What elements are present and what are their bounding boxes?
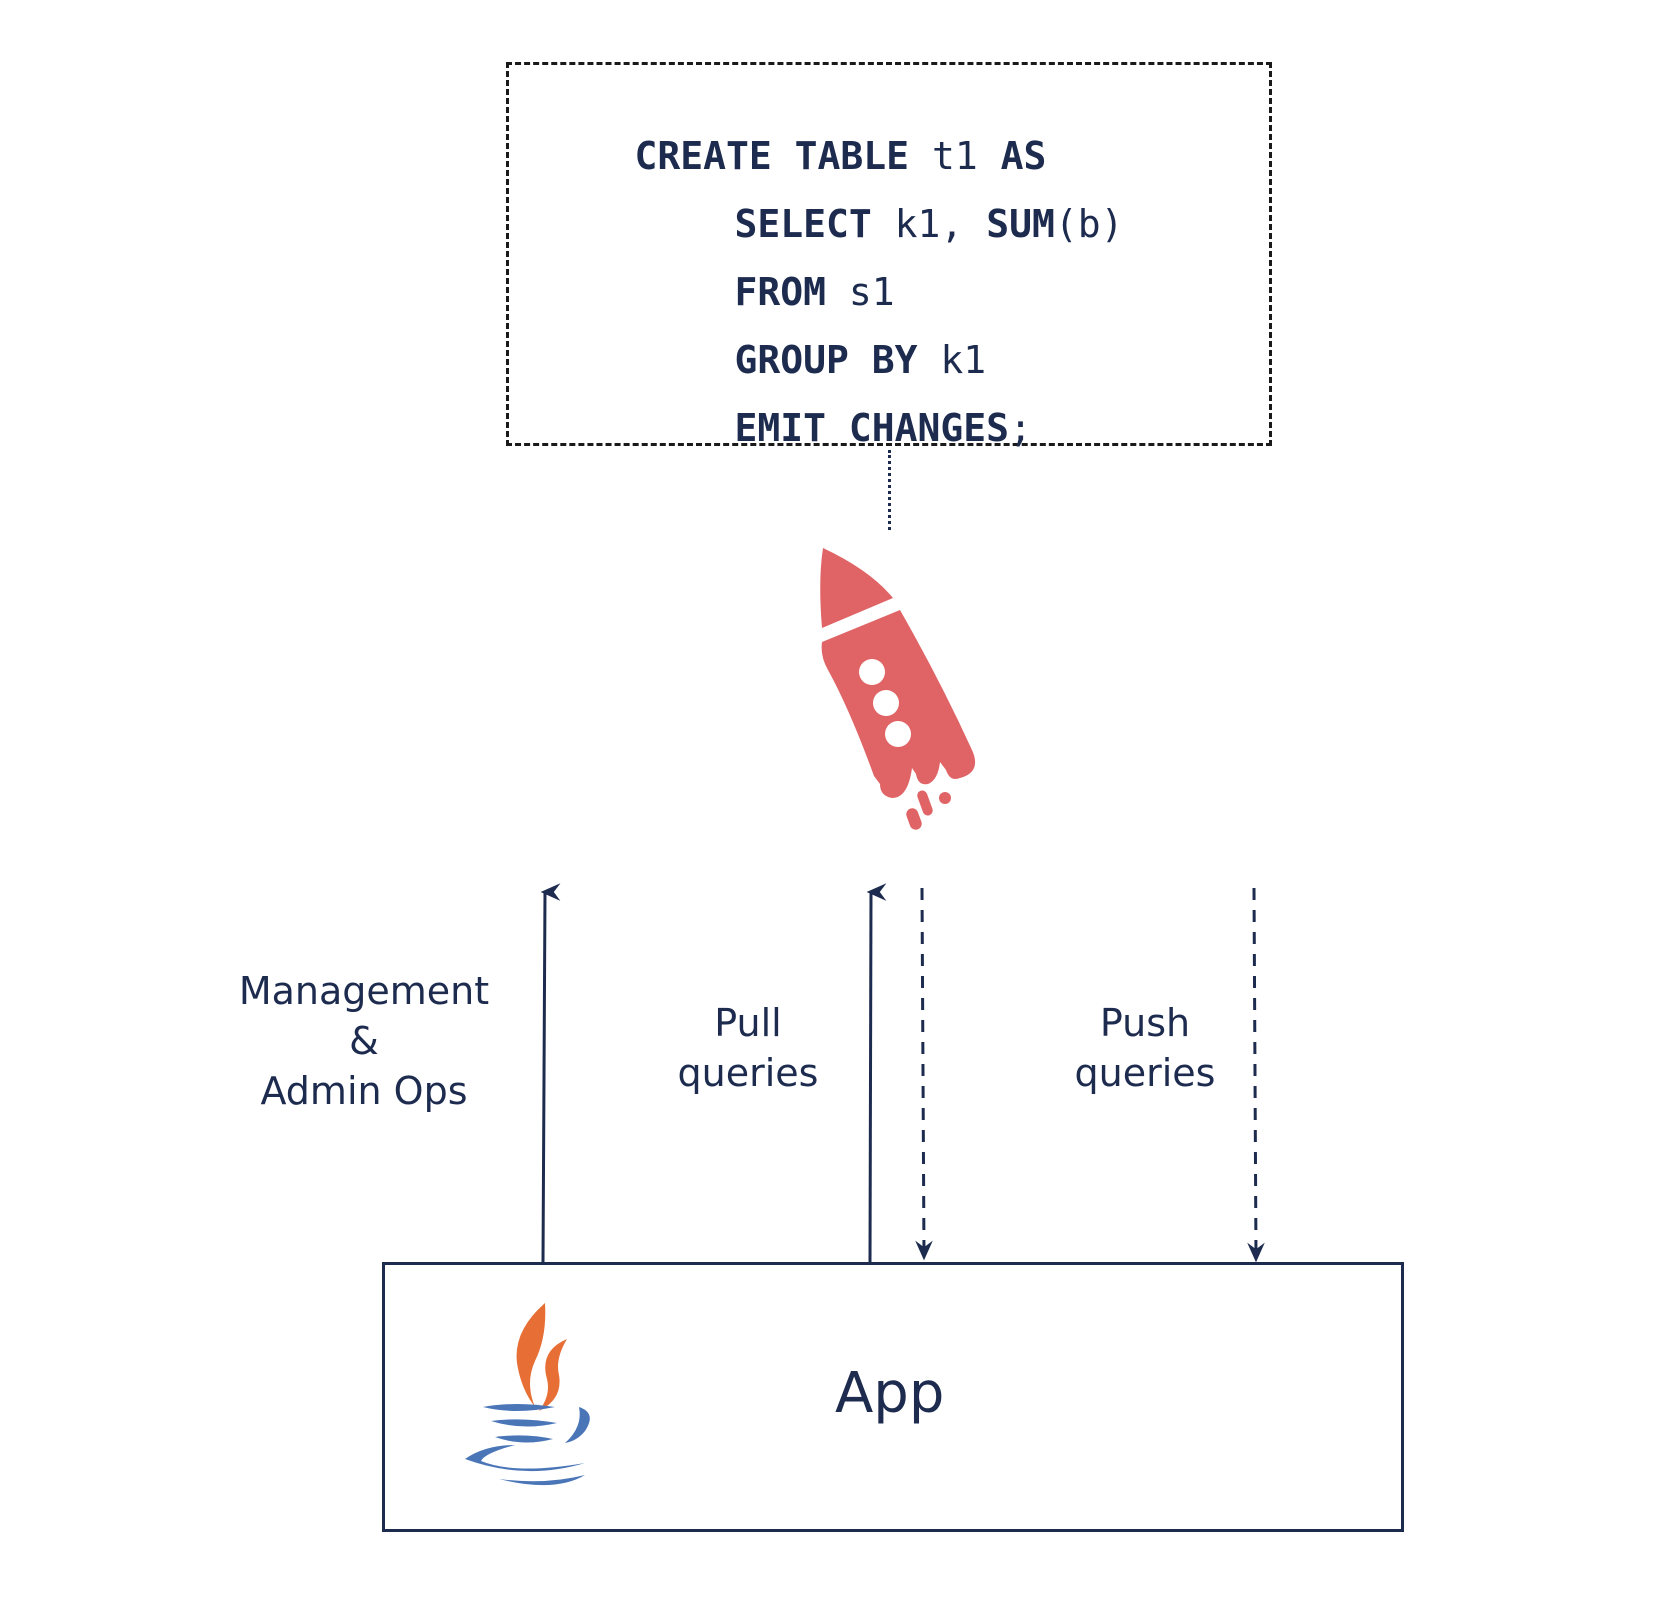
sql-line-5: EMIT CHANGES; bbox=[643, 371, 1032, 485]
label-line: queries bbox=[1074, 1051, 1216, 1095]
push-queries-label: Push queries bbox=[1045, 998, 1245, 1098]
sql-line-1: CREATE TABLE t1 AS bbox=[543, 99, 1047, 213]
sql-text: t1 bbox=[909, 134, 1001, 178]
label-line: Management bbox=[238, 969, 490, 1013]
rocket-icon bbox=[820, 548, 976, 830]
sql-keyword: SELECT bbox=[734, 202, 872, 246]
sql-text: k1 bbox=[917, 338, 987, 382]
sql-statement-box: CREATE TABLE t1 AS SELECT k1, SUM(b) FRO… bbox=[506, 62, 1272, 447]
box-to-rocket-connector bbox=[888, 450, 891, 530]
sql-text: k1, bbox=[871, 202, 987, 246]
sql-line-4: GROUP BY k1 bbox=[643, 303, 987, 417]
management-admin-ops-label: Management & Admin Ops bbox=[214, 966, 514, 1116]
sql-keyword: EMIT CHANGES bbox=[734, 406, 1010, 450]
sql-line-2: SELECT k1, SUM(b) bbox=[643, 167, 1124, 281]
push-query-arrow bbox=[1247, 887, 1265, 1263]
pull-response-arrow bbox=[915, 887, 933, 1261]
sql-text: (b) bbox=[1054, 202, 1124, 246]
sql-keyword: FROM bbox=[734, 270, 827, 314]
app-label: App bbox=[835, 1361, 945, 1426]
sql-text: ; bbox=[1009, 406, 1032, 450]
sql-line-3: FROM s1 bbox=[643, 235, 895, 349]
sql-text: s1 bbox=[826, 270, 895, 314]
pull-query-arrow bbox=[866, 883, 887, 1263]
sql-keyword: GROUP BY bbox=[734, 338, 918, 382]
label-line: Pull bbox=[714, 1001, 782, 1045]
app-box: App bbox=[382, 1262, 1404, 1532]
pull-queries-label: Pull queries bbox=[648, 998, 848, 1098]
sql-keyword: CREATE TABLE bbox=[634, 134, 910, 178]
label-line: queries bbox=[677, 1051, 819, 1095]
sql-keyword: SUM bbox=[986, 202, 1055, 246]
label-line: Admin Ops bbox=[260, 1069, 468, 1113]
management-arrow bbox=[540, 883, 561, 1263]
label-line: & bbox=[349, 1019, 379, 1063]
java-coffee-cup-icon bbox=[465, 1303, 590, 1486]
label-line: Push bbox=[1099, 1001, 1191, 1045]
sql-keyword: AS bbox=[1000, 134, 1047, 178]
